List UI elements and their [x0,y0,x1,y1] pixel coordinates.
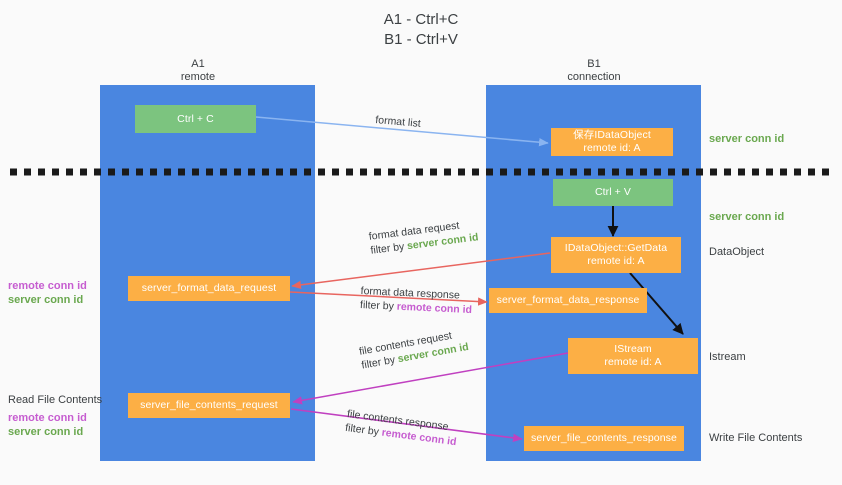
edge-label-line2-value: remote conn id [396,300,473,317]
lane-header-a1: A1 remote [180,58,216,83]
node-server-file-contents-response[interactable]: server_file_contents_response [524,426,684,451]
label-server-conn-id-file: server conn id [8,426,84,438]
edge-label-format-data-response: format data response filter by remote co… [360,284,473,317]
node-server-file-contents-request[interactable]: server_file_contents_request [128,393,290,418]
label-remote-conn-id-format: remote conn id [8,280,87,292]
label-format-conn-ids: remote conn id server conn id [8,279,87,307]
label-read-file-contents: Read File Contents [8,394,103,406]
node-ctrl-v[interactable]: Ctrl + V [553,179,673,206]
label-server-conn-id-format: server conn id [8,294,84,306]
page-title: A1 - Ctrl+C B1 - Ctrl+V [383,11,459,48]
label-write-file-contents: Write File Contents [709,432,803,444]
node-server-format-data-response[interactable]: server_format_data_response [489,288,647,313]
edge-label-format-list: format list [374,113,422,130]
edge-label-file-contents-request: file contents request filter by server c… [358,326,470,372]
edge-label-file-contents-response: file contents response filter by remote … [344,407,459,449]
label-remote-conn-id-file: remote conn id [8,412,87,424]
label-istream: Istream [709,351,746,363]
node-ctrl-c[interactable]: Ctrl + C [135,105,256,133]
node-getdata[interactable]: IDataObject::GetData remote id: A [551,237,681,273]
edge-label-line2-prefix: filter by [369,240,408,257]
edge-label-format-data-request: format data request filter by server con… [368,216,479,257]
label-server-conn-id-mid: server conn id [709,211,785,223]
node-istream[interactable]: IStream remote id: A [568,338,698,374]
label-file-conn-ids: remote conn id server conn id [8,411,87,439]
node-server-format-data-request[interactable]: server_format_data_request [128,276,290,301]
label-dataobject: DataObject [709,246,765,258]
node-save-idataobject[interactable]: 保存IDataObject remote id: A [551,128,673,156]
edge-label-line2-prefix: filter by [359,298,398,313]
edge-label-line2-prefix: filter by [344,421,383,439]
lane-header-b1: B1 connection [567,58,621,83]
label-server-conn-id-top: server conn id [709,133,785,145]
